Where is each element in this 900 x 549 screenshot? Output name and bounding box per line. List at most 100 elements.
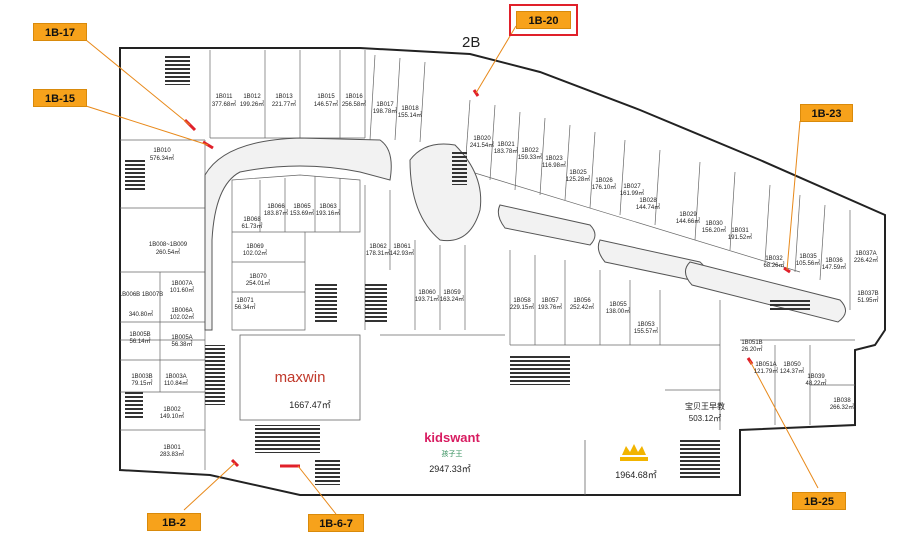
- unit-area: 153.69㎡: [290, 209, 314, 217]
- unit-area: 105.56㎡: [796, 259, 820, 267]
- floor-label: 2B: [462, 34, 481, 51]
- callout-1B-20[interactable]: 1B-20: [509, 4, 578, 36]
- unit-code: 1B005B: [129, 332, 150, 338]
- unit-area: 193.71㎡: [415, 295, 439, 303]
- unit-code: 1B061: [393, 244, 411, 250]
- west-shop-column: [120, 139, 206, 470]
- unit-area: 191.52㎡: [728, 233, 752, 241]
- unit-code: 1B005A: [171, 335, 192, 341]
- unit-code: 1B060: [418, 290, 436, 296]
- unit-area: 144.74㎡: [636, 203, 660, 211]
- anchor-baobei[interactable]: 宝贝王早教 503.12㎡: [685, 401, 725, 423]
- callout-1B-23[interactable]: 1B-23: [800, 104, 853, 122]
- unit-code: 1B056: [573, 298, 591, 304]
- crown-icon: [622, 444, 646, 455]
- callout-1B-2[interactable]: 1B-2: [147, 513, 201, 531]
- unit-code: 1B018: [401, 106, 419, 112]
- unit-code: 1B010: [153, 148, 171, 154]
- unit-area: 193.76㎡: [538, 303, 562, 311]
- unit-area: 121.79㎡: [754, 367, 778, 375]
- unit-area: 155.14㎡: [398, 111, 422, 119]
- anchor-maxwin[interactable]: maxwin 1667.47㎡: [275, 369, 331, 410]
- anchor-crown-store[interactable]: 1964.68㎡: [615, 444, 657, 480]
- anchor-kidswant[interactable]: kidswant 孩子王 2947.33㎡: [424, 430, 480, 474]
- unit-code: 1B069: [246, 244, 264, 250]
- unit-code: 1B037B: [857, 291, 878, 297]
- unit-area: 377.68㎡: [212, 100, 236, 108]
- unit-code: 1B006A: [171, 308, 192, 314]
- unit-code: 1B008~1B009: [149, 242, 188, 248]
- callout-1B-15[interactable]: 1B-15: [33, 89, 87, 107]
- callout-1B-17[interactable]: 1B-17: [33, 23, 87, 41]
- unit-area: 149.10㎡: [160, 412, 184, 420]
- unit-area: 144.66㎡: [676, 217, 700, 225]
- unit-code: 1B036: [825, 258, 843, 264]
- unit-code: 1B022: [521, 148, 539, 154]
- callout-1B-25[interactable]: 1B-25: [792, 492, 846, 510]
- unit-area: 156.20㎡: [702, 226, 726, 234]
- kidswant-area: 2947.33㎡: [429, 464, 471, 474]
- callout-1B-6-7[interactable]: 1B-6-7: [308, 514, 364, 532]
- unit-code: 1B012: [243, 94, 261, 100]
- unit-area: 198.78㎡: [373, 107, 397, 115]
- south-central-shops: [509, 250, 721, 430]
- unit-code: 1B027: [623, 184, 641, 190]
